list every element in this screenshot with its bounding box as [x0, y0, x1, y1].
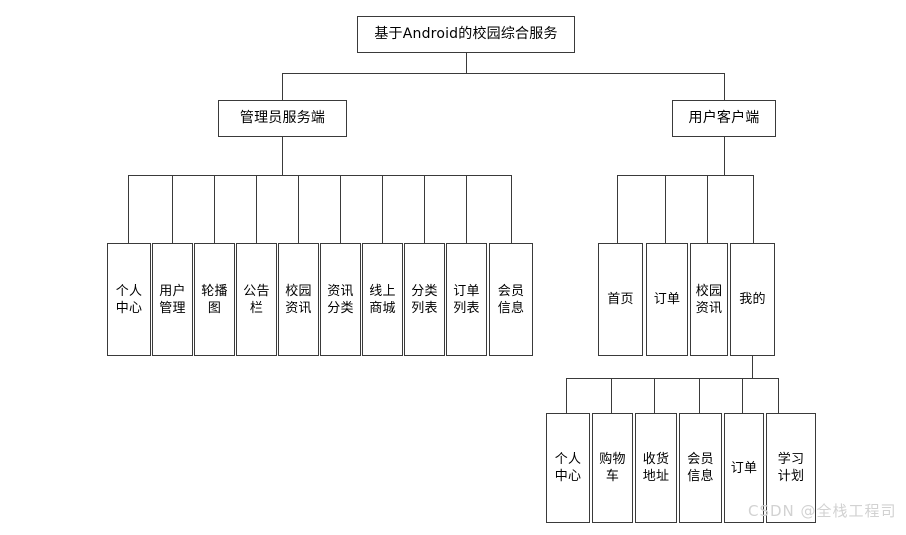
connector-client-down	[724, 137, 725, 175]
connector-admin-leaf-drop-10	[511, 175, 512, 243]
node-label: 公告 栏	[243, 283, 270, 316]
node-admin-leaf-bulletin-board: 公告 栏	[236, 243, 277, 356]
node-label: 购物 车	[599, 452, 626, 484]
node-root: 基于Android的校园综合服务	[357, 16, 575, 53]
node-label: 收货 地址	[642, 452, 670, 484]
node-mine-leaf-order: 订单	[724, 413, 764, 523]
node-admin-leaf-user-management: 用户 管理	[152, 243, 193, 356]
node-admin-leaf-member-info: 会员 信息	[489, 243, 533, 356]
node-admin-leaf-news-category: 资讯 分类	[320, 243, 361, 356]
node-label: 资讯 分类	[327, 283, 354, 316]
connector-mine-leaf-drop-1	[566, 378, 567, 413]
connector-mine-leaf-drop-3	[654, 378, 655, 413]
connector-admin-leaf-drop-7	[382, 175, 383, 243]
node-admin-server-label: 管理员服务端	[239, 110, 326, 126]
node-admin-leaf-order-list: 订单 列表	[446, 243, 487, 356]
connector-admin-leaf-drop-3	[214, 175, 215, 243]
node-user-client-label: 用户客户端	[688, 110, 760, 126]
connector-client-leaf-drop-1	[617, 175, 618, 243]
node-admin-leaf-category-list: 分类 列表	[404, 243, 445, 356]
node-label: 校园 资讯	[285, 283, 312, 316]
node-label: 订单	[653, 292, 681, 307]
node-label: 首页	[607, 292, 634, 307]
node-mine-leaf-study-plan: 学习 计划	[766, 413, 816, 523]
node-client-leaf-mine: 我的	[730, 243, 775, 356]
node-label: 用户 管理	[159, 283, 186, 316]
connector-mine-down	[752, 356, 753, 378]
node-label: 会员 信息	[497, 283, 525, 316]
node-admin-leaf-carousel: 轮播 图	[194, 243, 235, 356]
node-label: 学习 计划	[777, 452, 805, 484]
connector-admin-leaf-drop-6	[340, 175, 341, 243]
connector-client-leaf-drop-3	[707, 175, 708, 243]
connector-admin-leaf-drop-2	[172, 175, 173, 243]
node-label: 校园 资讯	[695, 283, 723, 316]
node-admin-leaf-online-mall: 线上 商城	[362, 243, 403, 356]
node-label: 个人 中心	[115, 283, 143, 316]
node-admin-server: 管理员服务端	[218, 100, 347, 137]
connector-admin-leaf-bus	[128, 175, 511, 176]
connector-client-leaf-bus	[617, 175, 753, 176]
node-label: 我的	[739, 292, 766, 307]
connector-mine-leaf-drop-4	[699, 378, 700, 413]
connector-admin-down	[282, 137, 283, 175]
node-label: 线上 商城	[369, 283, 396, 316]
node-label: 会员 信息	[687, 452, 714, 484]
connector-bus-to-admin	[282, 73, 283, 100]
connector-client-leaf-drop-4	[753, 175, 754, 243]
node-label: 轮播 图	[201, 283, 228, 316]
connector-admin-leaf-drop-5	[298, 175, 299, 243]
connector-bus-to-client	[724, 73, 725, 100]
connector-mine-leaf-drop-2	[611, 378, 612, 413]
node-admin-leaf-campus-news: 校园 资讯	[278, 243, 319, 356]
node-admin-leaf-personal-center: 个人 中心	[107, 243, 151, 356]
node-user-client: 用户客户端	[672, 100, 776, 137]
connector-mine-leaf-drop-5	[742, 378, 743, 413]
node-mine-leaf-shipping-address: 收货 地址	[635, 413, 677, 523]
node-client-leaf-campus-news: 校园 资讯	[690, 243, 728, 356]
connector-admin-leaf-drop-4	[256, 175, 257, 243]
node-label: 个人 中心	[554, 452, 582, 484]
node-mine-leaf-member-info: 会员 信息	[679, 413, 722, 523]
node-root-label: 基于Android的校园综合服务	[374, 26, 558, 42]
watermark: CSDN @全栈工程司	[748, 502, 897, 520]
connector-mine-leaf-bus	[566, 378, 778, 379]
node-mine-leaf-shopping-cart: 购物 车	[592, 413, 633, 523]
connector-admin-leaf-drop-9	[466, 175, 467, 243]
connector-level2-bus	[282, 73, 725, 74]
connector-mine-leaf-drop-6	[778, 378, 779, 413]
connector-root-down	[466, 53, 467, 73]
node-client-leaf-home: 首页	[598, 243, 643, 356]
connector-admin-leaf-drop-1	[128, 175, 129, 243]
node-label: 订单 列表	[453, 283, 480, 316]
node-label: 订单	[730, 460, 758, 476]
connector-client-leaf-drop-2	[665, 175, 666, 243]
node-label: 分类 列表	[411, 283, 438, 316]
node-mine-leaf-personal-center: 个人 中心	[546, 413, 590, 523]
node-client-leaf-order: 订单	[646, 243, 688, 356]
connector-admin-leaf-drop-8	[424, 175, 425, 243]
